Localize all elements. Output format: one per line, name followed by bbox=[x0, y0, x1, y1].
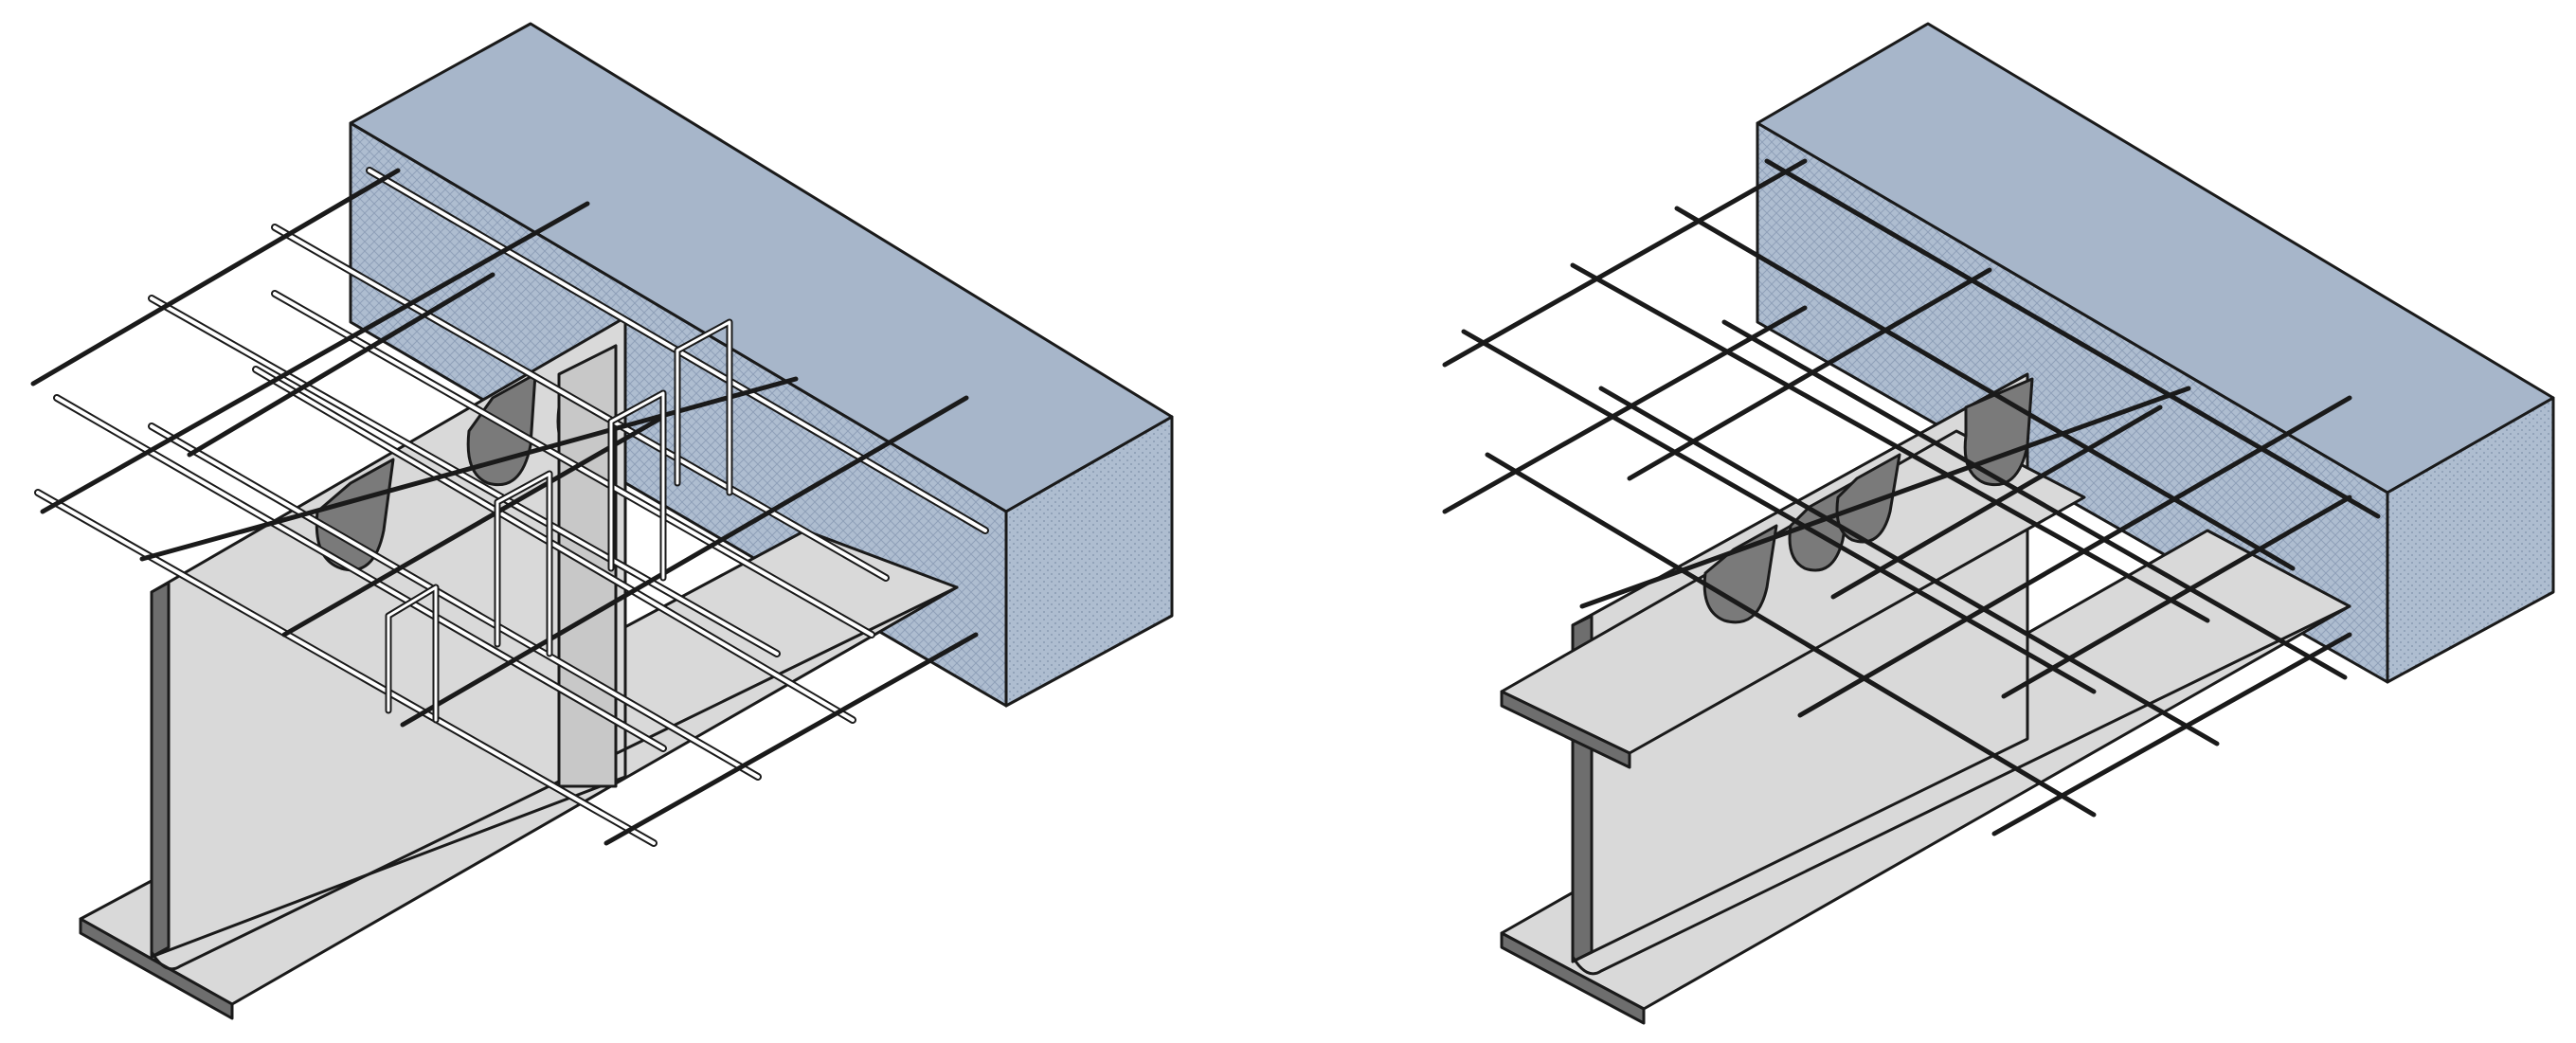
left-beam-web-edge bbox=[150, 581, 171, 959]
right-rebar-t4 bbox=[1579, 386, 2191, 609]
right-rebar-l6 bbox=[1598, 386, 2220, 746]
right-rebar-l1 bbox=[1764, 158, 2381, 519]
right-top-flange-edge bbox=[1500, 690, 1631, 769]
left-bottom-flange-edge bbox=[79, 917, 234, 1020]
left-rebar-longitudinal bbox=[34, 167, 989, 847]
right-rebar-t5 bbox=[1830, 405, 2163, 600]
left-rebar-t7 bbox=[281, 414, 666, 638]
right-rebar-l3 bbox=[1570, 262, 2210, 623]
right-rebar-t2 bbox=[1442, 305, 1808, 514]
right-rebar-transverse bbox=[1442, 158, 2352, 836]
right-rebar-l7 bbox=[1485, 452, 2097, 818]
left-slab-end-face bbox=[1004, 415, 1174, 708]
right-shear-connector-1 bbox=[1702, 524, 1778, 624]
left-rebar-t5 bbox=[603, 632, 979, 846]
right-steel-beam bbox=[1500, 372, 2351, 1025]
right-rebar-l5 bbox=[1721, 319, 2348, 680]
right-rebar-t8 bbox=[1991, 632, 2352, 836]
right-rebar-t3 bbox=[1627, 267, 1992, 481]
right-web-fillet bbox=[1571, 604, 2351, 976]
left-rebar-t6 bbox=[187, 272, 495, 458]
left-web-fillet bbox=[150, 585, 959, 971]
right-slab-end-face bbox=[2386, 396, 2555, 684]
left-panel bbox=[30, 22, 1174, 1020]
right-rebar-l2 bbox=[1674, 206, 2296, 571]
left-rebar-t4 bbox=[400, 395, 969, 728]
right-rebar-l4 bbox=[1461, 329, 2097, 694]
left-rebar-t1 bbox=[30, 168, 401, 387]
left-rebar-transverse bbox=[30, 168, 979, 846]
left-rebar-t2 bbox=[40, 201, 590, 514]
left-rebar-t3 bbox=[139, 376, 799, 562]
right-rebar-t1 bbox=[1442, 158, 1808, 368]
left-shear-connector-1 bbox=[315, 458, 395, 571]
right-panel bbox=[1442, 22, 2555, 1025]
left-stirrups bbox=[385, 318, 733, 724]
right-rebar-t7 bbox=[2001, 495, 2352, 699]
right-rebar-longitudinal bbox=[1461, 158, 2381, 818]
right-rebar-t6 bbox=[1797, 395, 2352, 718]
right-bottom-flange-edge bbox=[1500, 931, 1646, 1025]
